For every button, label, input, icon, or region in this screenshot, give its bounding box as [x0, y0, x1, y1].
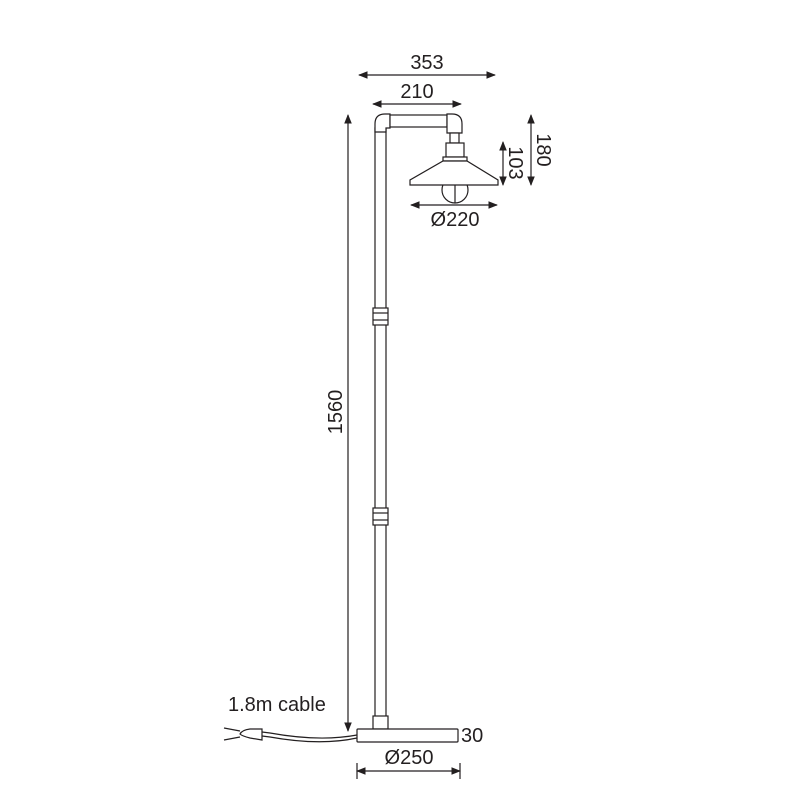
top-elbow-right: [446, 113, 463, 134]
horizontal-arm: [389, 114, 448, 128]
cable-label: 1.8m cable: [228, 694, 326, 716]
shade-height-label: 103: [504, 146, 526, 179]
head-height-label: 180: [532, 133, 554, 166]
base-diameter-label: Ø250: [385, 747, 434, 769]
height-label: 1560: [325, 390, 347, 435]
pole: [374, 127, 387, 719]
shade-stem: [449, 132, 460, 144]
cable: [261, 731, 358, 743]
lamp-drawing: [223, 113, 499, 743]
pole-coupler-2: [372, 507, 389, 526]
dimension-lines: [344, 71, 535, 779]
base-thickness-label: 30: [461, 725, 483, 747]
arm-length-label: 210: [400, 81, 433, 103]
plug-icon: [223, 727, 263, 741]
base-coupler: [372, 715, 389, 730]
shade-diameter-label: Ø220: [431, 209, 480, 231]
bulb-holder: [445, 142, 465, 158]
lamp-shade: [409, 160, 499, 186]
pole-coupler-1: [372, 307, 389, 326]
overall-width-label: 353: [410, 52, 443, 74]
lamp-base: [356, 728, 459, 743]
top-elbow-left: [374, 113, 391, 133]
